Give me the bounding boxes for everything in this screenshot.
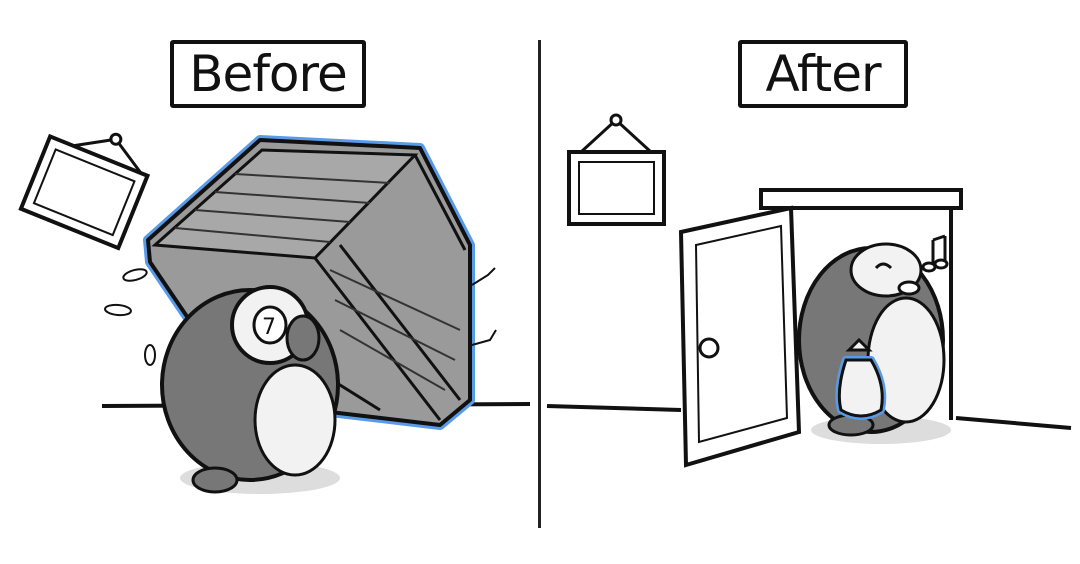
after-scene (546, 113, 1072, 468)
before-scene: 7 (18, 132, 531, 494)
music-note-icon (921, 234, 949, 273)
penguin-icon: 7 (160, 285, 340, 494)
svg-text:7: 7 (262, 315, 276, 340)
picture-frame-icon (18, 132, 151, 251)
door-icon (678, 188, 963, 468)
before-panel: Before (18, 40, 531, 494)
floor-line (546, 404, 682, 412)
after-label: After (738, 40, 908, 108)
sweat-drop-icon (104, 268, 156, 366)
penguin-icon (797, 242, 946, 437)
panel-divider (538, 40, 541, 528)
after-panel: After (541, 0, 1080, 564)
before-label: Before (170, 40, 366, 108)
picture-frame-icon (567, 113, 666, 226)
bag-icon (835, 337, 887, 420)
